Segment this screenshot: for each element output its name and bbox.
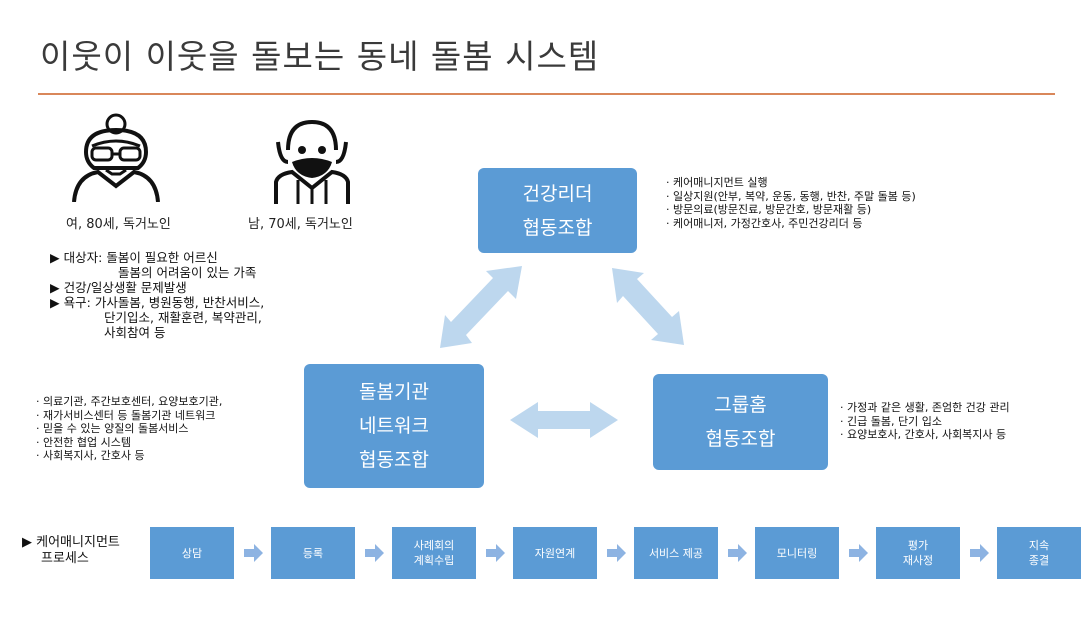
info-item: 의료기관, 주간보호센터, 요양보호기관,	[36, 395, 222, 409]
step-arrow-icon	[970, 544, 989, 562]
step-line: 모니터링	[776, 546, 818, 560]
page-title: 이웃이 이웃을 돌보는 동네 돌봄 시스템	[40, 37, 600, 76]
box-line: 협동조합	[359, 449, 429, 471]
arrow-health-care	[440, 266, 522, 348]
request-line-1: 가사돌봄, 병원동행, 반찬서비스,	[94, 295, 265, 310]
bullet-marker: ▶	[22, 535, 32, 550]
group-info-list: 가정과 같은 생활, 존엄한 건강 관리 긴급 돌봄, 단기 입소 요양보호사,…	[840, 401, 1010, 442]
title-divider	[38, 93, 1055, 95]
step-line: 재사정	[902, 554, 934, 567]
step-line: 등록	[302, 546, 324, 560]
step-line: 상담	[181, 546, 203, 560]
needs-list: ▶ 대상자: 돌봄이 필요한 어르신 돌봄의 어려움이 있는 가족 ▶ 건강/일…	[50, 250, 264, 340]
care-network-coop-box: 돌봄기관 네트워크 협동조합	[304, 364, 484, 488]
process-step: 모니터링	[755, 527, 839, 579]
step-arrow-icon	[849, 544, 868, 562]
process-step: 등록	[271, 527, 355, 579]
box-line: 네트워크	[359, 415, 429, 437]
process-step: 자원연계	[513, 527, 597, 579]
person-label-man: 남, 70세, 독거노인	[248, 217, 353, 232]
health-info-list: 케어매니지먼트 실행 일상지원(안부, 복약, 운동, 동행, 반찬, 주말 돌…	[666, 176, 916, 230]
info-item: 사회복지사, 간호사 등	[36, 449, 222, 463]
step-line: 종결	[1028, 554, 1050, 567]
elderly-man-icon	[274, 119, 350, 204]
info-item: 긴급 돌봄, 단기 입소	[840, 415, 1010, 429]
info-item: 케어매니저, 가정간호사, 주민건강리더 등	[666, 217, 916, 231]
box-line: 돌봄기관	[359, 381, 429, 403]
person-label-woman: 여, 80세, 독거노인	[66, 217, 171, 232]
info-item: 믿을 수 있는 양질의 돌봄서비스	[36, 422, 222, 436]
box-line: 그룹홈	[714, 394, 767, 416]
process-label-line-2: 프로세스	[41, 551, 89, 566]
step-line: 평가	[907, 539, 929, 552]
step-arrow-icon	[728, 544, 747, 562]
process-label-line-1: 케어매니지먼트	[36, 535, 120, 550]
care-info-list: 의료기관, 주간보호센터, 요양보호기관, 재가서비스센터 등 돌봄기관 네트워…	[36, 395, 222, 463]
target-label: 대상자:	[63, 250, 103, 265]
target-line-1: 돌봄이 필요한 어르신	[106, 250, 218, 265]
process-label: ▶ 케어매니지먼트 프로세스	[22, 535, 120, 567]
info-item: 안전한 협업 시스템	[36, 436, 222, 450]
problem-text: 건강/일상생활 문제발생	[63, 280, 187, 295]
step-arrow-icon	[244, 544, 263, 562]
info-item: 재가서비스센터 등 돌봄기관 네트워크	[36, 409, 222, 423]
box-line: 협동조합	[705, 428, 776, 450]
box-line: 협동조합	[522, 216, 593, 239]
bullet-marker: ▶	[50, 280, 60, 295]
group-home-coop-box: 그룹홈 협동조합	[653, 374, 828, 470]
step-line: 사례회의	[413, 539, 455, 552]
step-line: 자원연계	[534, 546, 576, 560]
process-step: 상담	[150, 527, 234, 579]
step-line: 계획수립	[413, 554, 455, 567]
step-arrow-icon	[486, 544, 505, 562]
info-item: 케어매니지먼트 실행	[666, 176, 916, 190]
info-item: 일상지원(안부, 복약, 운동, 동행, 반찬, 주말 돌봄 등)	[666, 190, 916, 204]
request-label: 욕구:	[63, 295, 91, 310]
bullet-marker: ▶	[50, 250, 60, 265]
info-item: 요양보호사, 간호사, 사회복지사 등	[840, 428, 1010, 442]
target-line-2: 돌봄의 어려움이 있는 가족	[118, 265, 257, 280]
arrow-health-group	[612, 268, 684, 345]
step-line: 서비스 제공	[648, 546, 704, 560]
health-leader-coop-box: 건강리더 협동조합	[478, 168, 637, 253]
request-line-3: 사회참여 등	[104, 325, 166, 340]
step-arrow-icon	[607, 544, 626, 562]
step-line: 지속	[1028, 539, 1050, 552]
box-line: 건강리더	[522, 182, 593, 205]
bullet-marker: ▶	[50, 295, 60, 310]
elderly-woman-icon	[72, 113, 160, 202]
arrow-care-group	[510, 402, 618, 438]
request-line-2: 단기입소, 재활훈련, 복약관리,	[104, 310, 262, 325]
info-item: 가정과 같은 생활, 존엄한 건강 관리	[840, 401, 1010, 415]
info-item: 방문의료(방문진료, 방문간호, 방문재활 등)	[666, 203, 916, 217]
step-arrow-icon	[365, 544, 384, 562]
process-step: 서비스 제공	[634, 527, 718, 579]
